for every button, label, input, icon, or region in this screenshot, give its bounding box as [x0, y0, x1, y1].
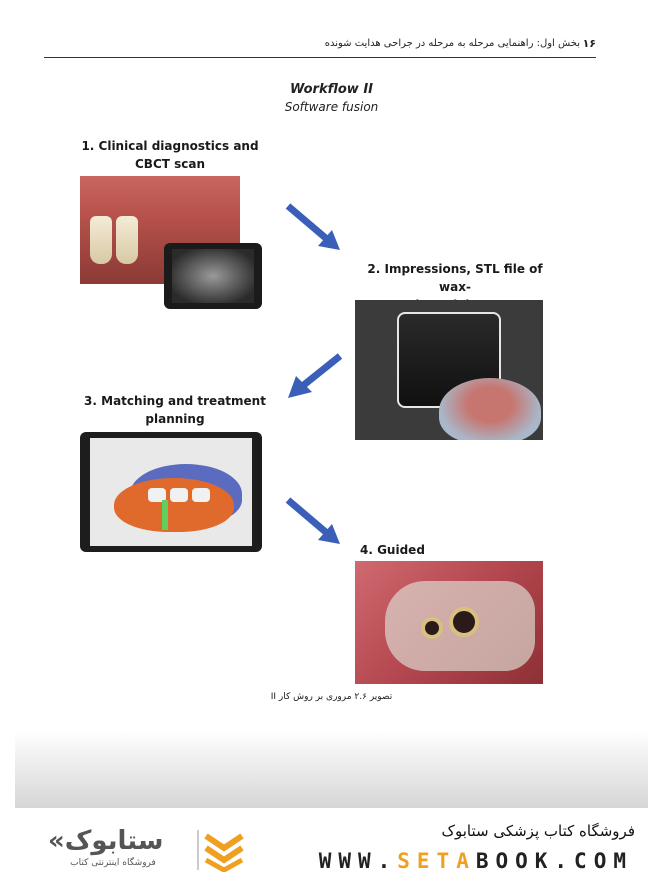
bottom-fade: [15, 730, 648, 808]
implant-marker: [162, 500, 168, 530]
workflow-subtitle: Software fusion: [284, 100, 379, 114]
figure-caption: تصویر ۲.۶ مروری بر روش کار II: [270, 692, 393, 702]
step-1-line-1: 1. Clinical diagnostics and: [81, 139, 259, 153]
workflow-title: Workflow II: [290, 82, 373, 97]
logo-tagline: فروشگاه اینترنتی کتاب: [70, 858, 156, 868]
page-number: ۱۶: [582, 37, 596, 50]
crown-shape: [192, 488, 210, 502]
url-accent: SETA: [397, 849, 476, 873]
arrow-down-left-icon: [288, 353, 343, 398]
step-1-label: 1. Clinical diagnostics and CBCT scan: [80, 137, 260, 173]
guide-sleeve: [421, 617, 443, 639]
lab-scanner-photo: [355, 300, 543, 440]
guide-sleeve: [449, 607, 479, 637]
step-3-line-2: planning: [145, 412, 205, 426]
step-3-line-1: 3. Matching and treatment: [84, 394, 266, 408]
dental-model: [439, 378, 541, 440]
header-divider: [44, 57, 596, 58]
setabook-logo: «ستابوک فروشگاه اینترنتی کتاب: [48, 826, 258, 874]
url-suffix: BOOK.COM: [475, 849, 633, 873]
logo-text: «ستابوک: [48, 826, 164, 856]
book-stack-icon: [197, 830, 244, 872]
cbct-tablet-image: [164, 243, 262, 309]
store-title: فروشگاه کتاب پزشکی ستابوک: [441, 822, 635, 840]
tooth-shape: [116, 216, 138, 264]
planning-screen: [90, 438, 252, 546]
cbct-scan-screen: [172, 249, 254, 303]
arrow-down-right-icon: [285, 203, 340, 250]
arrow-down-right-icon: [285, 497, 340, 544]
url-prefix: WWW.: [318, 849, 398, 873]
step-1-line-2: CBCT scan: [134, 157, 206, 171]
crown-shape: [170, 488, 188, 502]
clinical-photo: [80, 176, 240, 284]
guided-surgery-photo: [355, 561, 543, 684]
jaw-model-orange: [114, 478, 234, 532]
planning-tablet-image: [80, 432, 262, 552]
chapter-title: بخش اول: راهنمایی مرحله به مرحله در جراح…: [324, 38, 580, 49]
step-3-label: 3. Matching and treatment planning: [80, 392, 270, 428]
step-2-line-1: 2. Impressions, STL file of wax-: [367, 262, 543, 294]
page-header: بخش اول: راهنمایی مرحله به مرحله در جراح…: [0, 0, 663, 62]
store-url[interactable]: WWW.SETABOOK.COM: [319, 849, 633, 873]
crown-shape: [148, 488, 166, 502]
tooth-shape: [90, 216, 112, 264]
